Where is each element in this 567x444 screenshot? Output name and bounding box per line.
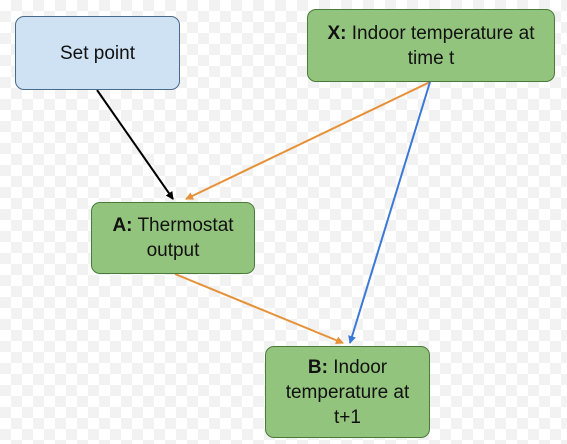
node-x-label: Indoor temperature at time t [346,22,535,69]
node-x-indoor-temperature[interactable]: X: Indoor temperature at time t [307,9,555,82]
edge-setpoint-to-a [96,89,174,200]
node-x-text: X: Indoor temperature at time t [316,21,546,71]
node-a-thermostat-output[interactable]: A: Thermostat output [91,202,255,274]
edge-x-to-b [348,81,431,344]
node-b-label: Indoor temperature at t+1 [285,356,410,428]
node-a-prefix: A: [112,215,133,236]
edge-a-to-b [174,273,344,345]
edge-x-to-a [185,81,431,200]
node-b-indoor-temperature-next[interactable]: B: Indoor temperature at t+1 [265,346,430,438]
node-a-text: A: Thermostat output [100,213,246,263]
node-a-label: Thermostat output [132,215,234,261]
node-set-point-label: Set point [60,42,135,64]
node-b-prefix: B: [307,356,328,378]
node-x-prefix: X: [327,22,347,44]
node-set-point[interactable]: Set point [15,16,180,90]
node-b-text: B: Indoor temperature at t+1 [274,355,421,430]
